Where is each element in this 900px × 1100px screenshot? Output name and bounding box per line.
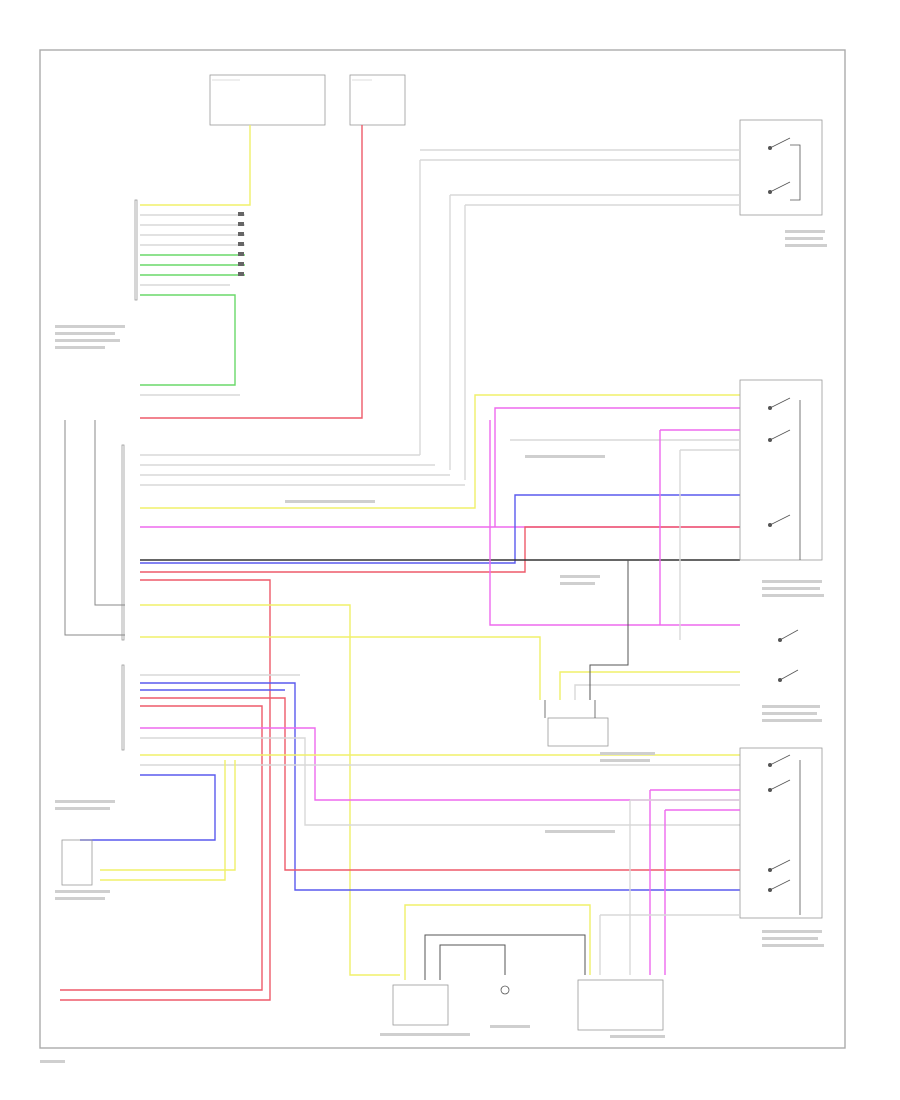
wire-magenta-r1 <box>140 727 740 801</box>
wire-black-lr <box>589 560 629 700</box>
wire-white-rr <box>629 799 740 975</box>
wire-yellow-lr2 <box>559 671 740 700</box>
right-rear-door-switch <box>739 747 823 919</box>
wire-black-ground <box>439 944 506 980</box>
wire-white-lf2 <box>679 449 740 640</box>
wire-yellow-left <box>100 760 226 881</box>
wire-black-bottom <box>424 934 586 980</box>
wire-magenta-lf <box>489 420 740 626</box>
wire-red-r1 <box>140 697 740 871</box>
wire-red-feed <box>140 125 363 419</box>
wire-blue-m1 <box>140 494 740 564</box>
wire-yellow-feed <box>140 125 251 206</box>
tailgate-switch <box>739 119 823 216</box>
wire-white-tg-3 <box>449 194 740 470</box>
wire-white-tg-2 <box>419 159 740 455</box>
wire-red-m1 <box>140 526 740 573</box>
right-rear-door-lock-switch <box>577 979 664 1031</box>
fuse-box-2 <box>349 74 406 126</box>
wire-red-m2 <box>60 579 271 1001</box>
wire-yellow-m1 <box>140 394 740 509</box>
rem-connector <box>121 664 125 751</box>
wire-magenta-rr1 <box>649 789 740 975</box>
left-ground-switch <box>61 839 93 886</box>
wire-red-r2 <box>60 705 263 991</box>
ground-point <box>500 985 510 995</box>
wire-blue-r1 <box>140 682 740 891</box>
wire-white-rr2 <box>599 914 740 975</box>
left-rear-door-lock-motor <box>547 717 609 747</box>
wire-magenta-lf2 <box>659 429 740 625</box>
cem-connector-1 <box>134 199 138 301</box>
wire-magenta-rr2 <box>664 809 740 975</box>
unreadable-label-marks <box>40 230 827 1063</box>
wire-yellow-bottom <box>404 904 591 980</box>
wire-yellow-left2 <box>100 760 236 871</box>
wire-white-r2 <box>140 737 740 826</box>
cem-connector-2 <box>121 444 125 641</box>
connector-pins-1 <box>238 212 244 276</box>
left-front-door-switch <box>739 379 823 561</box>
diagram-frame <box>39 49 846 1049</box>
right-rear-door-lock-motor <box>392 984 449 1026</box>
wire-gray-left-2 <box>94 420 125 606</box>
wire-white-tg-4 <box>464 204 740 480</box>
wire-white-lr <box>574 684 740 700</box>
wire-yellow-lr <box>140 636 541 700</box>
wire-blue-left <box>80 774 216 841</box>
wire-yellow-rr <box>140 604 400 976</box>
wire-gray-left-1 <box>64 420 125 636</box>
wire-green-loop <box>140 294 236 386</box>
wire-magenta-m2 <box>494 407 740 527</box>
fuse-box-1 <box>209 74 326 126</box>
